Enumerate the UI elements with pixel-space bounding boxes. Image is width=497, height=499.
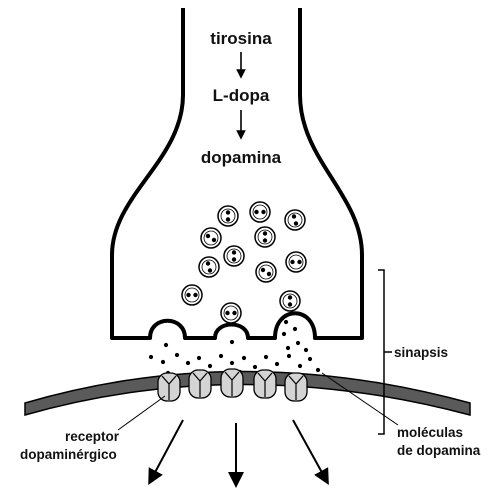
dopamine-receptor [221, 369, 243, 397]
vesicle [201, 228, 221, 248]
vesicle [285, 210, 305, 230]
dopamine-receptor [254, 370, 276, 398]
vesicle [224, 246, 244, 266]
pathway-dopamine: dopamina [201, 148, 282, 167]
vesicle [256, 262, 276, 282]
receptor-label-line2: dopaminérgico [20, 447, 117, 462]
synapse-label: sinapsis [394, 345, 448, 360]
vesicle [182, 285, 202, 305]
receptor-pointer [118, 396, 165, 430]
vesicle [250, 202, 270, 222]
vesicle [199, 257, 219, 277]
receptor-label-line1: receptor [65, 429, 120, 444]
dopamine-receptor [158, 373, 180, 401]
dopamine-receptor [189, 370, 211, 398]
pathway-tyrosine: tirosina [210, 29, 272, 48]
vesicle [218, 206, 238, 226]
molecules-label-line1: moléculas [397, 425, 463, 440]
vesicle [280, 291, 300, 311]
vesicle [221, 303, 241, 323]
signal-arrow-right [293, 420, 325, 478]
vesicle [255, 227, 275, 247]
molecules-label-line2: de dopamina [397, 443, 481, 458]
synapse-bracket [378, 270, 392, 434]
presynaptic-terminal [112, 8, 362, 338]
postsynaptic-membrane [25, 372, 470, 416]
signal-arrow-left [152, 420, 183, 478]
dopamine-receptor [285, 373, 307, 401]
pathway-ldopa: L-dopa [213, 86, 270, 105]
vesicle [286, 252, 306, 272]
vesicle-group [182, 202, 306, 323]
